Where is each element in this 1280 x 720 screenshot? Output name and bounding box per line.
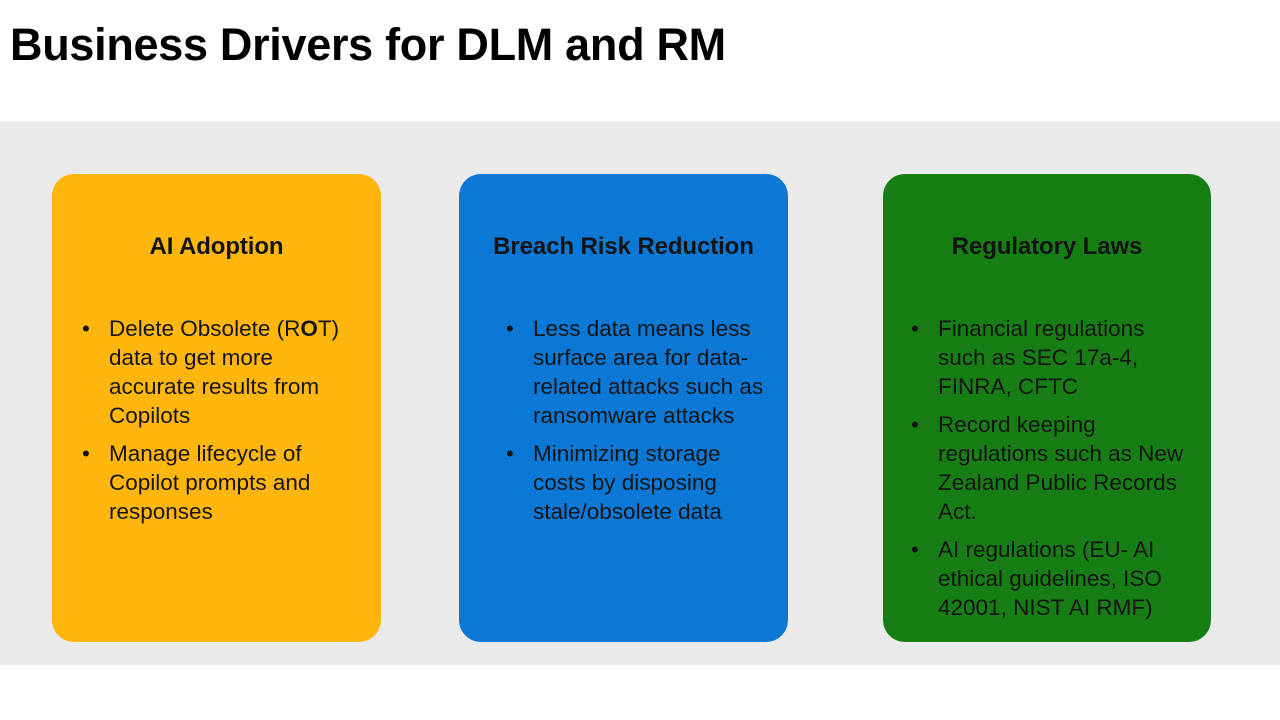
bullet-glyph-icon: •	[506, 316, 514, 341]
list-item-text-suffix: T) data to get more accurate results fro…	[109, 316, 340, 428]
bullet-glyph-icon: •	[82, 441, 90, 466]
card-regulatory-laws[interactable]: Regulatory Laws • Financial regulations s…	[883, 174, 1211, 642]
card-breach-risk-reduction[interactable]: Breach Risk Reduction • Less data means l…	[459, 174, 788, 642]
bullet-glyph-icon: •	[911, 412, 919, 437]
bullet-glyph-icon: •	[911, 537, 919, 562]
card-heading-ai-adoption: AI Adoption	[149, 233, 284, 260]
page-title: Business Drivers for DLM and RM	[10, 19, 726, 70]
list-item-text-prefix: Record keeping regulations such as New Z…	[938, 412, 1184, 524]
list-item: • Record keeping regulations such as New …	[911, 410, 1196, 526]
bullet-list-breach-risk-reduction: • Less data means less surface area for d…	[506, 314, 774, 526]
bullet-list-ai-adoption: • Delete Obsolete (ROT) data to get more …	[82, 314, 352, 526]
card-ai-adoption[interactable]: AI Adoption • Delete Obsolete (ROT) data …	[52, 174, 381, 642]
bullet-glyph-icon: •	[82, 316, 90, 341]
card-heading-regulatory-laws: Regulatory Laws	[951, 233, 1143, 260]
list-item-text-prefix: Delete Obsolete (R	[109, 316, 301, 341]
bullet-glyph-icon: •	[911, 316, 919, 341]
list-item-text-prefix: Less data means less surface area for da…	[533, 316, 764, 428]
list-item: • Delete Obsolete (ROT) data to get more …	[82, 314, 352, 430]
list-item: • AI regulations (EU- AI ethical guidelin…	[911, 535, 1196, 622]
bullet-list-regulatory-laws: • Financial regulations such as SEC 17a-4…	[911, 314, 1196, 622]
list-item: • Financial regulations such as SEC 17a-4…	[911, 314, 1196, 401]
list-item-text-emphasis: O	[300, 316, 318, 341]
card-heading-breach-risk-reduction: Breach Risk Reduction	[493, 233, 754, 260]
list-item: • Minimizing storage costs by disposing s…	[506, 439, 774, 526]
list-item-text-prefix: AI regulations (EU- AI ethical guideline…	[938, 537, 1162, 620]
list-item-text-prefix: Financial regulations such as SEC 17a-4,…	[938, 316, 1145, 399]
bullet-glyph-icon: •	[506, 441, 514, 466]
list-item: • Manage lifecycle of Copilot prompts and…	[82, 439, 352, 526]
list-item-text-prefix: Minimizing storage costs by disposing st…	[533, 441, 722, 524]
list-item: • Less data means less surface area for d…	[506, 314, 774, 430]
list-item-text-prefix: Manage lifecycle of Copilot prompts and …	[109, 441, 311, 524]
